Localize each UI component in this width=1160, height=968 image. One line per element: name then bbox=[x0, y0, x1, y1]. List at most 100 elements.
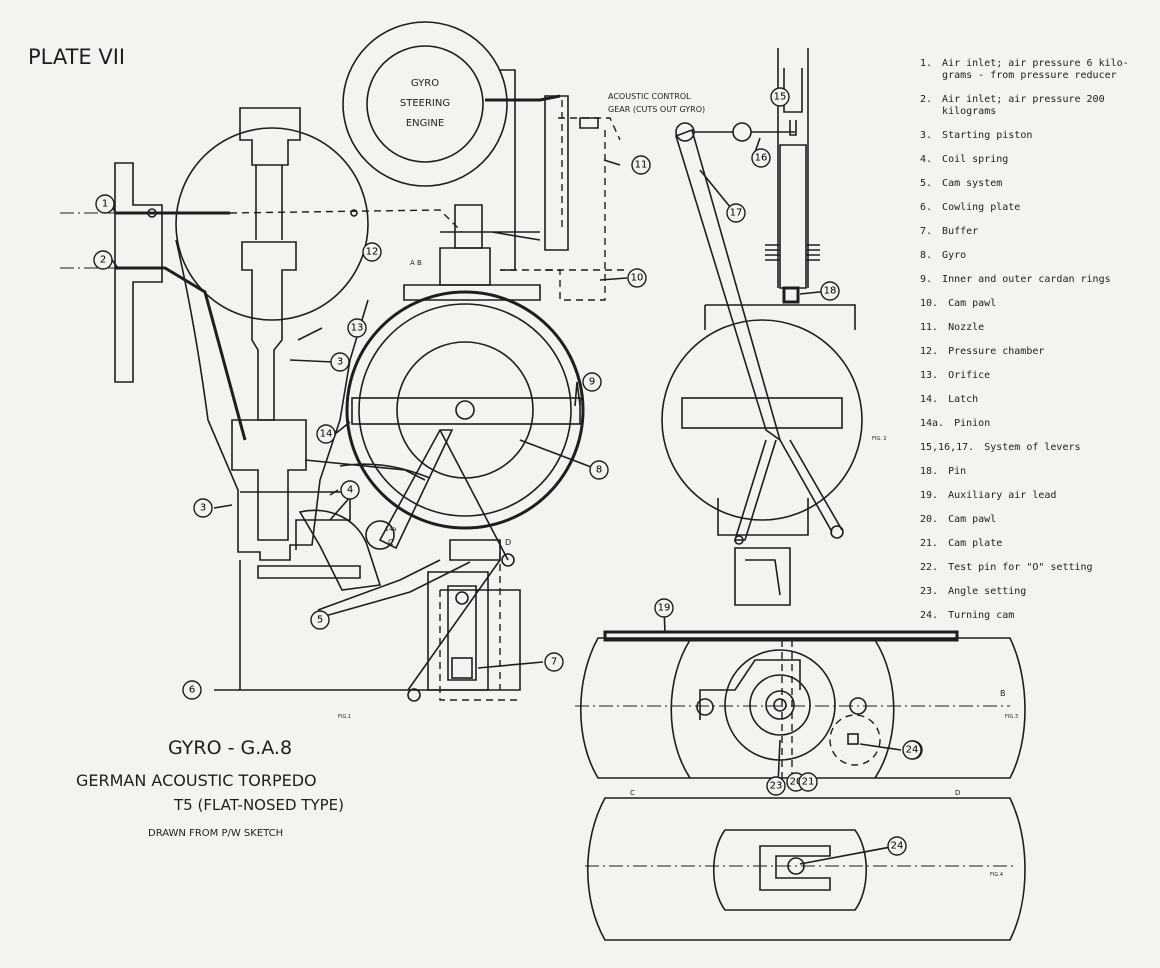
callout-21: 21 bbox=[798, 772, 818, 792]
gyro-housing-fig2 bbox=[661, 319, 863, 521]
legend-item-text: Gyro bbox=[942, 250, 967, 261]
outer-cardan-ring bbox=[345, 290, 585, 530]
fig3-outline bbox=[580, 637, 1026, 779]
svg-text:19: 19 bbox=[658, 603, 671, 614]
turning-cam-housing bbox=[712, 829, 868, 911]
legend-item-text: Inner and outer cardan rings bbox=[942, 274, 1111, 285]
cam-plate-circle bbox=[724, 649, 836, 761]
cam-segment bbox=[298, 509, 382, 591]
legend-item: 8.Gyro bbox=[920, 250, 1156, 262]
title-line-4: DRAWN FROM P/W SKETCH bbox=[148, 828, 283, 839]
buffer-housing bbox=[427, 571, 489, 691]
legend-item: 10.Cam pawl bbox=[920, 298, 1156, 310]
legend-item: 12. Pressure chamber bbox=[920, 346, 1156, 358]
lever-17 bbox=[675, 128, 782, 442]
figure-1-section-view: GYRO STEERING ENGINE ACOUSTIC CONTROL GE… bbox=[60, 21, 705, 720]
svg-text:24: 24 bbox=[891, 841, 904, 852]
legend-item-number: 13. bbox=[920, 370, 939, 381]
legend-item-text: Turning cam bbox=[948, 610, 1015, 621]
title-line-2: GERMAN ACOUSTIC TORPEDO bbox=[76, 771, 317, 790]
legend-item: 4.Coil spring bbox=[920, 154, 1156, 166]
svg-text:13: 13 bbox=[351, 323, 364, 334]
legend-item-number: 9. bbox=[920, 274, 933, 285]
title-line-3: T5 (FLAT-NOSED TYPE) bbox=[173, 796, 344, 814]
fig4-outline bbox=[587, 797, 1026, 941]
callout-bubbles: 1233456789101112131415161718192021222324… bbox=[93, 87, 923, 856]
svg-text:21: 21 bbox=[802, 777, 815, 788]
svg-text:17: 17 bbox=[730, 208, 743, 219]
mark-b: B bbox=[1000, 689, 1006, 698]
callout-12: 12 bbox=[362, 242, 382, 262]
mark-ab: A B bbox=[410, 259, 422, 267]
fig-3-label: FIG.3 bbox=[1005, 714, 1018, 720]
mark-d2: D bbox=[955, 789, 960, 797]
svg-text:6: 6 bbox=[189, 685, 195, 696]
legend-item-text: Pinion bbox=[954, 418, 991, 429]
legend-item: 5.Cam system bbox=[920, 178, 1156, 190]
starting-piston bbox=[241, 241, 297, 421]
gyro-steering-engine bbox=[342, 21, 508, 187]
legend-item-text: Coil spring bbox=[942, 154, 1009, 165]
callout-6: 6 bbox=[182, 680, 202, 700]
legend-item: 13.Orifice bbox=[920, 370, 1156, 382]
svg-text:16: 16 bbox=[755, 153, 768, 164]
svg-text:14: 14 bbox=[320, 429, 333, 440]
buffer-spring bbox=[447, 585, 477, 681]
legend-item-text: Pressure chamber bbox=[948, 346, 1045, 357]
legend-item-text: Pin bbox=[948, 466, 967, 477]
legend-item-number: 18. bbox=[920, 466, 939, 477]
acoustic-note-2: GEAR (CUTS OUT GYRO) bbox=[608, 105, 705, 114]
legend-item-number: 6. bbox=[920, 202, 933, 213]
mark-c: C bbox=[388, 538, 394, 547]
mark-14a: 14a bbox=[385, 526, 397, 533]
title-line-1: GYRO - G.A.8 bbox=[168, 737, 292, 759]
legend-item-number: 12. bbox=[920, 346, 939, 357]
mark-c2: C bbox=[630, 789, 635, 797]
svg-text:3: 3 bbox=[200, 503, 206, 514]
legend-item: 22.Test pin for "O" setting bbox=[920, 562, 1156, 574]
inner-cardan-ring bbox=[358, 303, 572, 517]
callout-16: 16 bbox=[751, 148, 771, 168]
svg-text:18: 18 bbox=[824, 286, 837, 297]
legend-item: 24.Turning cam bbox=[920, 610, 1156, 622]
legend-item: 19.Auxiliary air lead bbox=[920, 490, 1156, 502]
callout-7: 7 bbox=[544, 652, 564, 672]
figure-3-plan-view: B FIG.3 bbox=[575, 630, 1026, 780]
svg-text:12: 12 bbox=[366, 247, 379, 258]
legend-item-number: 15,16,17. bbox=[920, 442, 975, 453]
legend-item: 15,16,17.System of levers bbox=[920, 442, 1156, 454]
svg-text:11: 11 bbox=[635, 160, 648, 171]
legend-item-text: Angle setting bbox=[948, 586, 1027, 597]
legend-item: 6. Cowling plate bbox=[920, 202, 1156, 214]
top-nozzle bbox=[239, 107, 301, 166]
legend-item-number: 19. bbox=[920, 490, 939, 501]
callout-5: 5 bbox=[310, 610, 330, 630]
legend-item: 11.Nozzle bbox=[920, 322, 1156, 334]
legend-item-number: 3. bbox=[920, 130, 933, 141]
legend-item-text: Latch bbox=[948, 394, 979, 405]
fig-1-label: FIG.1 bbox=[338, 714, 351, 720]
fig-2-label: FIG. 2 bbox=[872, 436, 887, 442]
legend-item: 14.Latch bbox=[920, 394, 1156, 406]
acoustic-note-1: ACOUSTIC CONTROL bbox=[608, 92, 691, 101]
pinion-circle bbox=[365, 520, 395, 550]
nozzle-column bbox=[544, 95, 569, 251]
mark-d: D bbox=[505, 538, 511, 547]
callout-24: 24 bbox=[887, 836, 907, 856]
callout-19: 19 bbox=[654, 598, 674, 618]
figure-4-plan-view: C D FIG.4 bbox=[585, 789, 1026, 941]
housing-body bbox=[175, 239, 369, 561]
legend-item-number: 2. bbox=[920, 94, 933, 105]
legend-item-number: 22. bbox=[920, 562, 939, 573]
legend-item: 3. Starting piston bbox=[920, 130, 1156, 142]
piston-sleeve bbox=[231, 419, 307, 541]
legend-item-text: Cowling plate bbox=[942, 202, 1021, 213]
legend-item-text: Starting piston bbox=[942, 130, 1033, 141]
legend-item: 20.Cam pawl bbox=[920, 514, 1156, 526]
svg-text:23: 23 bbox=[770, 781, 783, 792]
svg-text:7: 7 bbox=[551, 657, 557, 668]
svg-text:10: 10 bbox=[631, 273, 644, 284]
callout-3: 3 bbox=[193, 498, 213, 518]
legend-item: 21.Cam plate bbox=[920, 538, 1156, 550]
